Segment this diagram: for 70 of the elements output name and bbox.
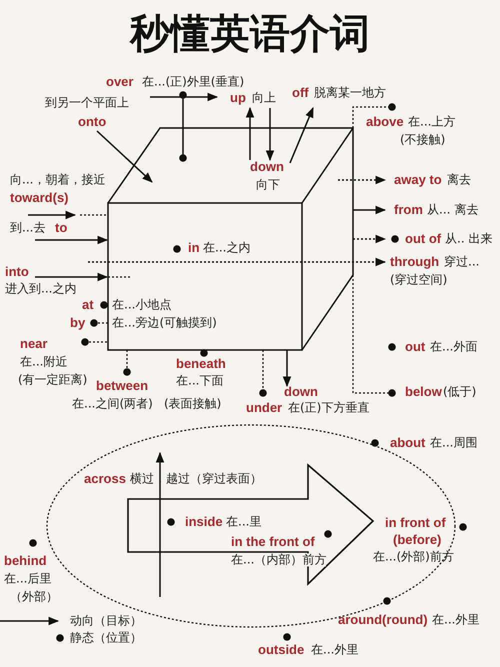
meaning-text: 穿过... — [444, 255, 480, 269]
preposition-word: down — [284, 384, 318, 400]
meaning-text: 在...上方 — [408, 115, 456, 129]
meaning-text: (表面接触) — [164, 397, 222, 411]
preposition-word: about — [390, 436, 426, 450]
preposition-word: behind — [4, 554, 47, 568]
meaning-text: 在...外里 — [311, 643, 358, 657]
meaning-text: 脱离某一地方 — [314, 86, 386, 100]
preposition-word: off — [292, 86, 309, 100]
preposition-word: onto — [78, 114, 106, 130]
meaning-text: 在...（内部）前方 — [231, 553, 326, 567]
meaning-text: 在...周围 — [430, 436, 478, 450]
preposition-word: over — [106, 74, 134, 90]
preposition-word: in front of — [385, 516, 446, 530]
meaning-text: 在...后里 — [4, 572, 52, 586]
meaning-text: 在...外里 — [432, 613, 480, 627]
meaning-text: 在...下面 — [176, 374, 224, 388]
title: 秒懂英语介词 — [128, 10, 371, 59]
preposition-word: inside — [185, 514, 223, 530]
legend-text: 静态（位置） — [70, 631, 142, 645]
legend-text: 动向（目标） — [70, 614, 142, 628]
meaning-text: 到另一个平面上 — [45, 96, 129, 110]
preposition-word: around(round) — [338, 612, 428, 628]
preposition-word: beneath — [176, 356, 226, 372]
meaning-text: 在(正)下方垂直 — [288, 401, 370, 415]
meaning-text: 在...之内 — [203, 241, 250, 255]
preposition-word: out — [405, 340, 426, 354]
meaning-text: 从... 离去 — [427, 203, 478, 217]
preposition-word: (before) — [393, 532, 442, 548]
preposition-word: out of — [405, 232, 442, 246]
preposition-word: down — [250, 160, 284, 174]
meaning-text: (低于) — [443, 385, 476, 399]
preposition-word: above — [366, 114, 404, 130]
preposition-word: into — [5, 264, 29, 280]
preposition-word: across — [84, 472, 126, 486]
meaning-text: 横过，越过（穿过表面） — [130, 472, 262, 486]
meaning-text: 在...里 — [226, 515, 262, 529]
preposition-word: away to — [394, 172, 442, 188]
meaning-text: (有一定距离) — [18, 373, 88, 387]
meaning-text: 向上 — [252, 91, 276, 105]
preposition-word: near — [20, 336, 48, 352]
preposition-word: toward(s) — [10, 190, 68, 206]
meaning-text: 在...之间(两者) — [72, 397, 153, 411]
preposition-word: from — [394, 202, 423, 218]
preposition-word: through — [390, 254, 440, 270]
preposition-word: under — [246, 400, 282, 416]
meaning-text: 从.. 出来 — [445, 232, 492, 246]
meaning-text: 在...(外部)前方 — [373, 550, 454, 564]
preposition-word: below — [405, 384, 442, 400]
preposition-word: outside — [258, 642, 304, 658]
meaning-text: (不接触) — [400, 133, 446, 147]
preposition-word: in — [188, 240, 200, 256]
preposition-word: to — [55, 220, 68, 236]
meaning-text: 在...旁边(可触摸到) — [112, 316, 217, 330]
preposition-word: by — [70, 316, 86, 330]
meaning-text: 向下 — [256, 178, 280, 192]
preposition-word: between — [96, 378, 148, 394]
meaning-text: 在...附近 — [20, 355, 68, 369]
meaning-text: （外部） — [10, 590, 58, 604]
meaning-text: 在...(正)外里(垂直) — [142, 75, 244, 89]
preposition-word: up — [230, 90, 246, 106]
meaning-text: 进入到...之内 — [5, 282, 76, 296]
meaning-text: 向...，朝着，接近 — [10, 173, 106, 187]
meaning-text: 离去 — [447, 173, 471, 187]
meaning-text: 在...小地点 — [112, 298, 172, 312]
meaning-text: 在...外面 — [430, 340, 478, 354]
preposition-word: in the front of — [231, 534, 315, 550]
meaning-text: (穿过空间) — [390, 273, 448, 287]
meaning-text: 到...去 — [10, 221, 46, 235]
preposition-word: at — [82, 298, 94, 312]
